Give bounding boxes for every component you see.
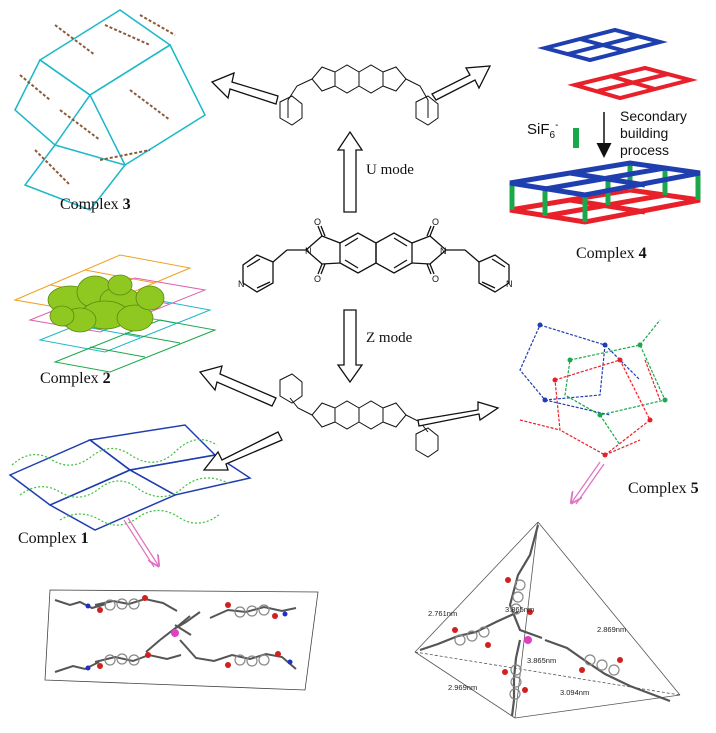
atom-o-2: O — [314, 274, 321, 284]
z-mode-label: Z mode — [366, 330, 413, 346]
atom-o-4: O — [432, 274, 439, 284]
tetrahedron: 2.761nm 3.865nm 2.869nm 3.865nm 2.969nm … — [414, 521, 681, 719]
distance-label-2: 3.865nm — [505, 605, 534, 614]
atom-n-pyr-left: N — [238, 279, 245, 289]
arrow-complex-5-detail — [572, 461, 601, 502]
anion-label: SiF6- — [527, 120, 558, 141]
label-complex-1-prefix: Complex — [18, 530, 81, 547]
label-complex-4-prefix: Complex — [576, 245, 639, 262]
anion-sup: - — [555, 120, 559, 131]
label-complex-3: Complex 3 — [60, 196, 131, 214]
distance-label-1: 2.761nm — [428, 609, 457, 618]
central-ligand — [242, 225, 510, 293]
arrow-to-complex-4 — [431, 65, 492, 101]
label-complex-1-num: 1 — [80, 530, 89, 547]
u-mode-label: U mode — [366, 162, 414, 178]
anion-base: SiF — [527, 121, 550, 138]
complex-1-detail — [44, 589, 319, 691]
arrows — [198, 65, 500, 471]
complex-1-net — [8, 424, 252, 531]
sbp-line-1: Secondary — [620, 108, 687, 124]
distance-label-5: 2.969nm — [448, 683, 477, 692]
arrow-to-complex-3 — [210, 71, 279, 105]
central-ligand-atoms: N N O O O O N N — [238, 217, 513, 289]
sbp-line-3: process — [620, 142, 670, 158]
atom-n-left: N — [305, 246, 312, 256]
atom-n-right: N — [440, 246, 447, 256]
z-mode-ligand — [279, 373, 439, 458]
arrow-to-complex-1 — [202, 431, 283, 471]
arrow-complex-1-detail — [127, 517, 158, 565]
sbp-line-2: building — [620, 125, 669, 141]
label-complex-2-num: 2 — [102, 370, 111, 387]
label-complex-2: Complex 2 — [40, 370, 111, 388]
u-mode-ligand — [279, 64, 439, 126]
arrow-to-complex-5 — [417, 401, 500, 427]
label-complex-4-num: 4 — [638, 245, 647, 262]
label-complex-4: Complex 4 — [576, 245, 647, 263]
complex-2-net — [13, 254, 217, 373]
atom-o-3: O — [432, 217, 439, 227]
label-complex-1: Complex 1 — [18, 530, 89, 548]
label-complex-3-num: 3 — [122, 196, 131, 213]
complex-4-layers — [509, 27, 701, 225]
label-complex-5-prefix: Complex — [628, 480, 691, 497]
secondary-building-label: Secondary building process — [620, 108, 687, 159]
atom-o-1: O — [314, 217, 321, 227]
atom-n-pyr-right: N — [506, 279, 513, 289]
anion-sub: 6 — [549, 130, 556, 141]
label-complex-5-num: 5 — [690, 480, 699, 497]
complex-5-nets — [519, 319, 668, 458]
complex-3-network — [14, 9, 206, 211]
arrow-to-complex-2 — [198, 365, 277, 407]
distance-label-4: 3.865nm — [527, 656, 556, 665]
label-complex-2-prefix: Complex — [40, 370, 103, 387]
distance-label-3: 2.869nm — [597, 625, 626, 634]
arrow-z-mode — [336, 309, 364, 384]
label-complex-5: Complex 5 — [628, 480, 699, 498]
label-complex-3-prefix: Complex — [60, 196, 123, 213]
distance-label-6: 3.094nm — [560, 688, 589, 697]
arrow-u-mode — [336, 130, 364, 213]
